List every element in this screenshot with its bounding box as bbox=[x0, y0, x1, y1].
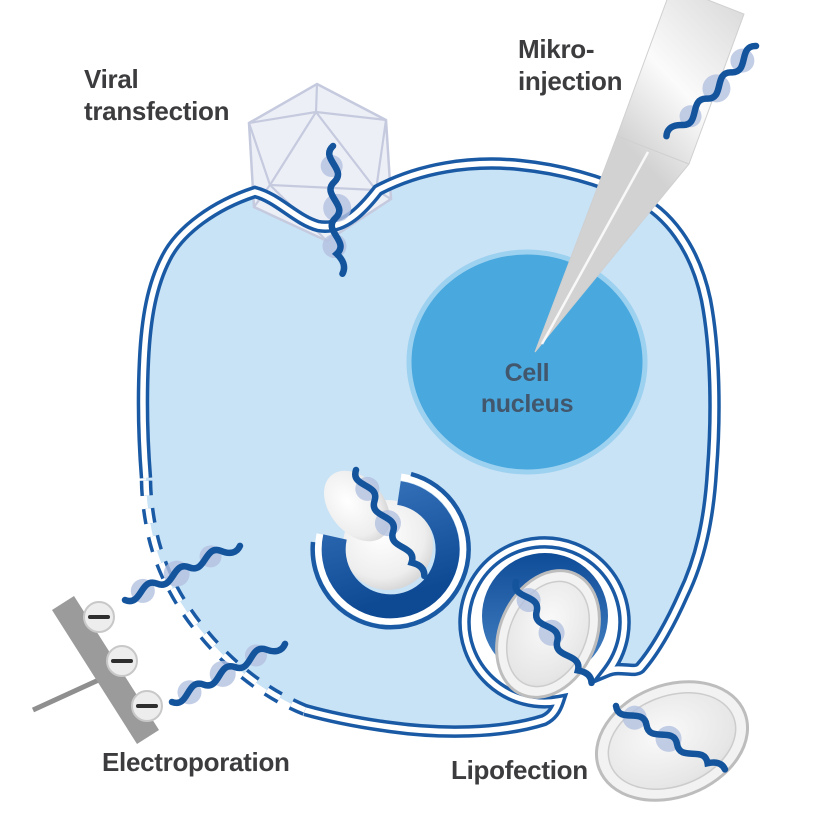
dna-strand-endosome bbox=[352, 466, 428, 580]
cell-cytoplasm bbox=[142, 163, 715, 732]
label-micro-injection: Mikro- injection bbox=[518, 34, 623, 96]
label-viral-transfection: Viral transfection bbox=[84, 64, 230, 126]
micropipette-icon bbox=[534, 0, 745, 353]
cell-nucleus bbox=[406, 249, 648, 475]
dna-strand-liposome bbox=[512, 578, 595, 687]
dna-strand-electro-2 bbox=[168, 640, 289, 707]
membrane-pores-dashed bbox=[139, 477, 308, 716]
label-cell-nucleus: Cell nucleus bbox=[480, 359, 574, 418]
minus-charge-icon bbox=[83, 601, 163, 722]
dna-strand-pipette bbox=[663, 42, 760, 140]
label-electroporation: Electroporation bbox=[102, 747, 290, 777]
label-lipofection: Lipofection bbox=[451, 755, 588, 785]
cell-membrane bbox=[136, 157, 721, 738]
dna-strand-liposome-outside bbox=[612, 702, 729, 773]
dna-strand-electro-1 bbox=[121, 542, 244, 605]
dna-strand-virus bbox=[320, 142, 352, 277]
